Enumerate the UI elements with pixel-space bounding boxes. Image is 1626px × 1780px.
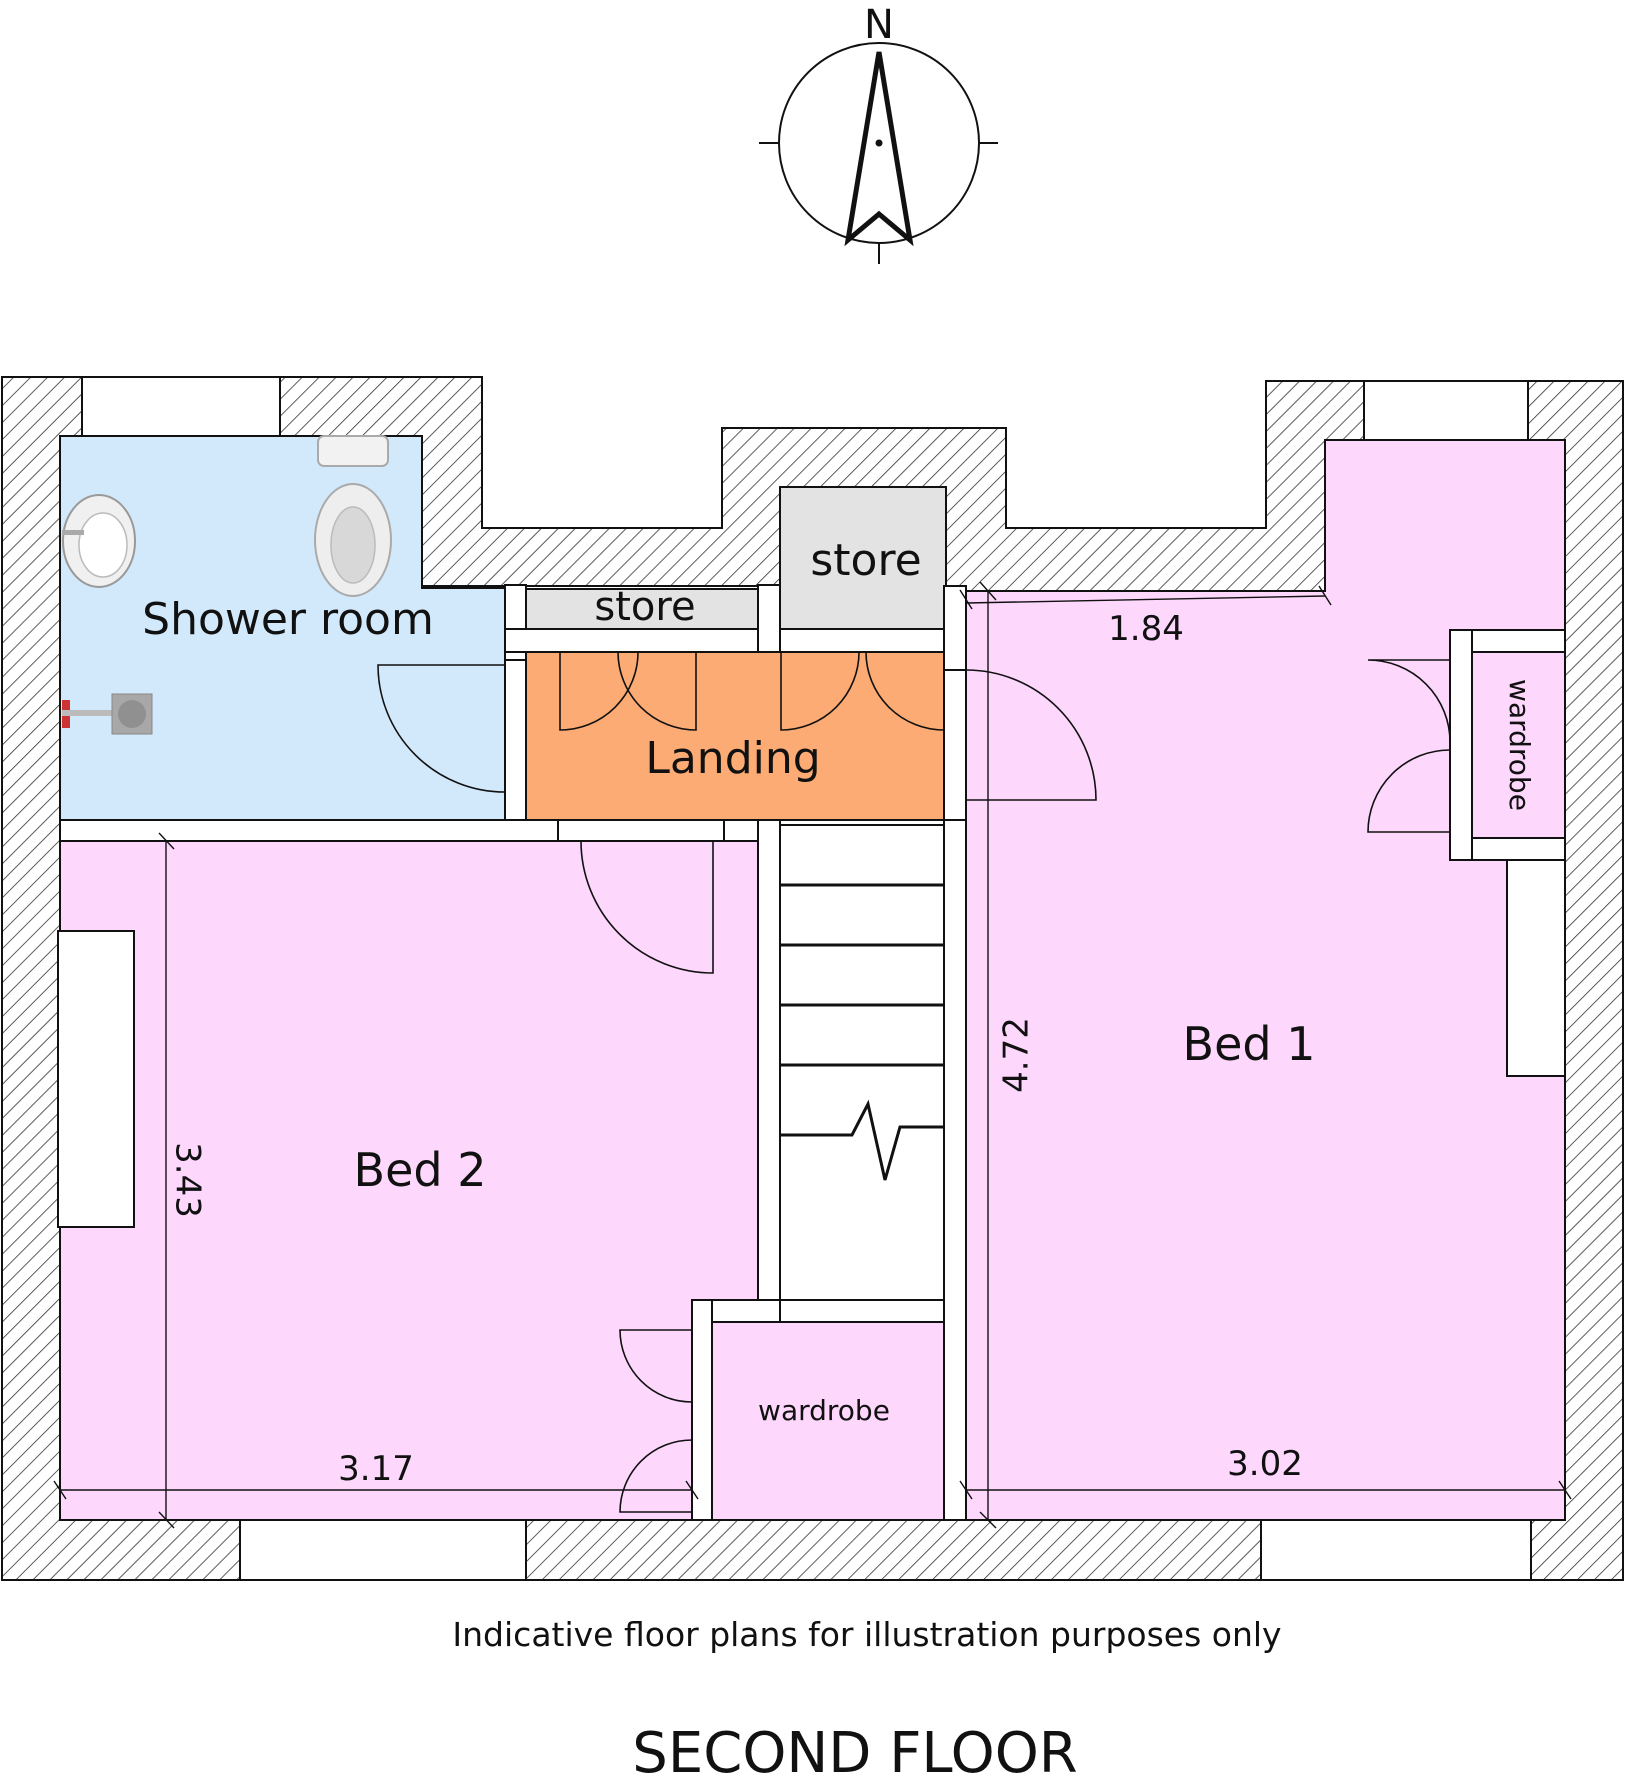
bed2-unit (57, 930, 135, 1228)
dim-bed2-width: 3.17 (338, 1449, 414, 1489)
stair-break-icon (780, 1099, 944, 1181)
north-label: N (864, 2, 894, 48)
store-large (779, 486, 947, 631)
window-bed1-bottom (1260, 1519, 1532, 1581)
dim-bed2-height: 3.43 (168, 1142, 208, 1218)
window-bed1-top (1363, 380, 1529, 441)
bed-1-label: Bed 1 (1183, 1017, 1316, 1071)
landing-room (525, 651, 945, 821)
dim-bed1-height: 4.72 (997, 1017, 1037, 1093)
stair-treads (780, 883, 944, 1067)
wardrobe-bed2 (711, 1321, 945, 1521)
basin-icon (62, 494, 136, 588)
floor-title: SECOND FLOOR (632, 1721, 1077, 1780)
window-shower (81, 376, 281, 437)
north-compass-icon (759, 42, 998, 264)
bed-1-room (965, 439, 1566, 1521)
bed2-door-opening (557, 819, 725, 842)
bed1-door-opening (943, 669, 967, 821)
toilet-icon (314, 435, 392, 597)
wardrobe-bed1 (1471, 651, 1566, 839)
bed-2-room (59, 840, 759, 1521)
wardrobe-bed1-label: wardrobe (1503, 679, 1536, 811)
shower-icon (62, 693, 153, 735)
staircase (779, 824, 945, 1301)
dimension-lines (53, 581, 1572, 1529)
window-bed2 (239, 1519, 527, 1581)
shower-door-opening (504, 659, 527, 821)
landing-label: Landing (645, 733, 820, 784)
wardrobe-bed2-label: wardrobe (758, 1394, 890, 1427)
door-swings (377, 651, 1451, 1513)
bed-2-label: Bed 2 (354, 1143, 487, 1197)
shower-room-label: Shower room (142, 594, 434, 645)
store-small-label: store (594, 584, 695, 630)
dim-bed1-top-width: 1.84 (1108, 609, 1184, 649)
store-large-label: store (810, 535, 921, 586)
dim-bed1-bottom-width: 3.02 (1227, 1444, 1303, 1484)
disclaimer-text: Indicative floor plans for illustration … (452, 1615, 1281, 1654)
